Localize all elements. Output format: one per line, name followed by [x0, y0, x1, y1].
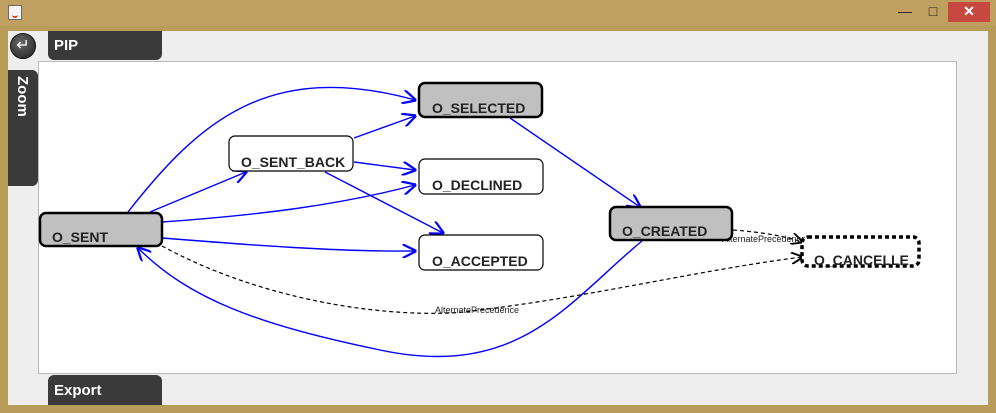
close-button[interactable]: ✕ — [948, 2, 990, 22]
node-o-created[interactable]: O_CREATED — [608, 205, 734, 242]
node-label: O_SENT_BACK — [241, 154, 345, 170]
edge-sentback-selected — [353, 116, 415, 139]
node-label: O_ACCEPTED — [432, 253, 528, 269]
zoom-label: Zoom — [14, 76, 31, 117]
node-o-sent-back[interactable]: O_SENT_BACK — [228, 135, 354, 172]
tab-export[interactable]: Export — [48, 375, 162, 405]
edge-sent-accepted — [161, 237, 415, 251]
node-label: O_SELECTED — [432, 100, 525, 116]
tab-zoom[interactable]: Zoom — [8, 70, 38, 186]
edge-label-alternate-precedence-2: AlternatePrecedence — [722, 234, 806, 244]
back-icon[interactable]: ↵ — [10, 33, 36, 59]
edge-sentback-accepted — [324, 171, 443, 233]
edge-sent-sentback — [149, 172, 246, 213]
maximize-button[interactable]: □ — [928, 3, 938, 19]
edge-sentback-declined — [353, 161, 415, 170]
edge-label-alternate-precedence-1: AlternatePrecedence — [435, 305, 519, 315]
edge-sent-declined — [161, 185, 415, 223]
edge-sent-cancelled — [161, 245, 802, 314]
title-bar: — □ ✕ — [0, 0, 996, 26]
minimize-button[interactable]: — — [898, 3, 912, 19]
node-o-declined[interactable]: O_DECLINED — [418, 158, 544, 195]
node-o-selected[interactable]: O_SELECTED — [417, 81, 544, 119]
edge-selected-created — [509, 117, 640, 207]
node-o-cancelled[interactable]: O_CANCELLE — [800, 235, 921, 268]
tab-pip[interactable]: PIP — [48, 31, 162, 60]
edge-created-cancelled — [732, 229, 802, 242]
node-o-sent[interactable]: O_SENT — [38, 211, 164, 248]
node-label: O_SENT — [52, 229, 108, 245]
java-icon — [8, 5, 22, 20]
edge-sent-selected — [127, 86, 415, 213]
node-o-accepted[interactable]: O_ACCEPTED — [418, 234, 544, 271]
node-label: O_DECLINED — [432, 177, 522, 193]
node-label: O_CREATED — [622, 223, 707, 239]
node-label: O_CANCELLE — [814, 252, 909, 268]
edge-created-sent — [138, 240, 643, 358]
